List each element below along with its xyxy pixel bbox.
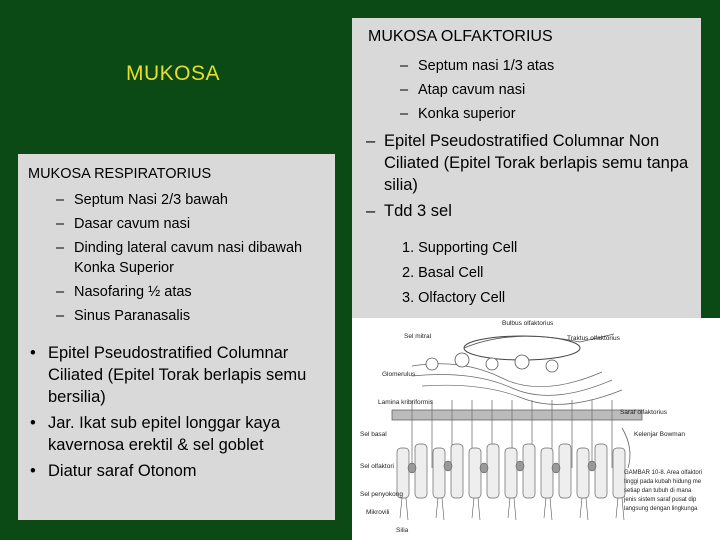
list-item: –Atap cavum nasi [400, 82, 526, 98]
list-item: –Tdd 3 sel [366, 202, 452, 220]
label-mitral: Sel mitral [404, 333, 432, 340]
label-silia: Silia [396, 527, 409, 534]
list-item: 2. Basal Cell [402, 265, 484, 281]
label-olfaktori: Sel olfaktori [360, 463, 394, 470]
svg-text:tinggi pada kubah hidung me: tinggi pada kubah hidung me [624, 479, 702, 485]
bullet-icon: • [30, 344, 36, 362]
olfactory-diagram: Bulbus olfaktorius Traktus olfaktorius S… [352, 318, 720, 540]
list-item: –Dinding lateral cavum nasi dibawah Konk… [56, 240, 303, 276]
olfaktorius-panel: MUKOSA OLFAKTORIUS –Septum nasi 1/3 atas… [352, 18, 701, 318]
olfaktorius-point-list: –Epitel Pseudostratified Columnar Non Ci… [366, 130, 696, 226]
svg-text:jenis sistem saraf pusat dip: jenis sistem saraf pusat dip [623, 497, 697, 503]
label-lamina: Lamina kribriformis [378, 399, 434, 406]
list-item: –Konka superior [400, 106, 516, 122]
list-item: 3. Olfactory Cell [402, 290, 506, 306]
respiratorius-panel: MUKOSA RESPIRATORIUS –Septum Nasi 2/3 ba… [18, 154, 335, 520]
label-traktus: Traktus olfaktorius [567, 335, 621, 342]
list-item: •Epitel Pseudostratified Columnar Ciliat… [30, 344, 307, 406]
list-item: –Septum nasi 1/3 atas [400, 58, 555, 74]
label-bulbus: Bulbus olfaktorius [502, 320, 554, 327]
olfaktorius-cell-list: 1. Supporting Cell 2. Basal Cell 3. Olfa… [402, 238, 517, 313]
svg-text:setiap dan tubuh di mana: setiap dan tubuh di mana [624, 488, 692, 494]
list-item: –Dasar cavum nasi [56, 216, 191, 232]
olfaktorius-heading: MUKOSA OLFAKTORIUS [368, 28, 553, 45]
olfaktorius-location-list: –Septum nasi 1/3 atas –Atap cavum nasi –… [400, 56, 554, 128]
bullet-icon: • [30, 462, 36, 480]
label-basal: Sel basal [360, 431, 387, 438]
olfactory-epithelium-figure: Bulbus olfaktorius Traktus olfaktorius S… [352, 318, 720, 540]
respiratorius-bullet-list: •Epitel Pseudostratified Columnar Ciliat… [28, 342, 328, 486]
list-item: •Jar. Ikat sub epitel longgar kaya kaver… [30, 414, 281, 454]
list-item: 1. Supporting Cell [402, 240, 518, 256]
list-item: •Diatur saraf Otonom [30, 462, 197, 480]
list-item: –Septum Nasi 2/3 bawah [56, 192, 228, 208]
label-mikrovili: Mikrovili [366, 509, 389, 516]
label-penyokong: Sel penyokong [360, 491, 403, 498]
svg-text:langsung dengan lingkunga: langsung dengan lingkunga [624, 506, 698, 512]
svg-text:GAMBAR 10-8. Area olfaktori: GAMBAR 10-8. Area olfaktori [624, 470, 702, 476]
label-saraf: Saraf olfaktorius [620, 409, 668, 416]
label-glomerulus: Glomerulus [382, 371, 416, 378]
list-item: –Nasofaring ½ atas [56, 284, 192, 300]
slide-title: MUKOSA [126, 62, 221, 85]
bullet-icon: • [30, 414, 36, 432]
label-kelenjar: Kelenjar Bowman [634, 431, 685, 438]
list-item: –Sinus Paranasalis [56, 308, 191, 324]
respiratorius-heading: MUKOSA RESPIRATORIUS [28, 166, 212, 182]
respiratorius-location-list: –Septum Nasi 2/3 bawah –Dasar cavum nasi… [56, 190, 316, 330]
figure-caption: GAMBAR 10-8. Area olfaktori tinggi pada … [623, 470, 702, 512]
list-item: –Epitel Pseudostratified Columnar Non Ci… [366, 132, 689, 194]
